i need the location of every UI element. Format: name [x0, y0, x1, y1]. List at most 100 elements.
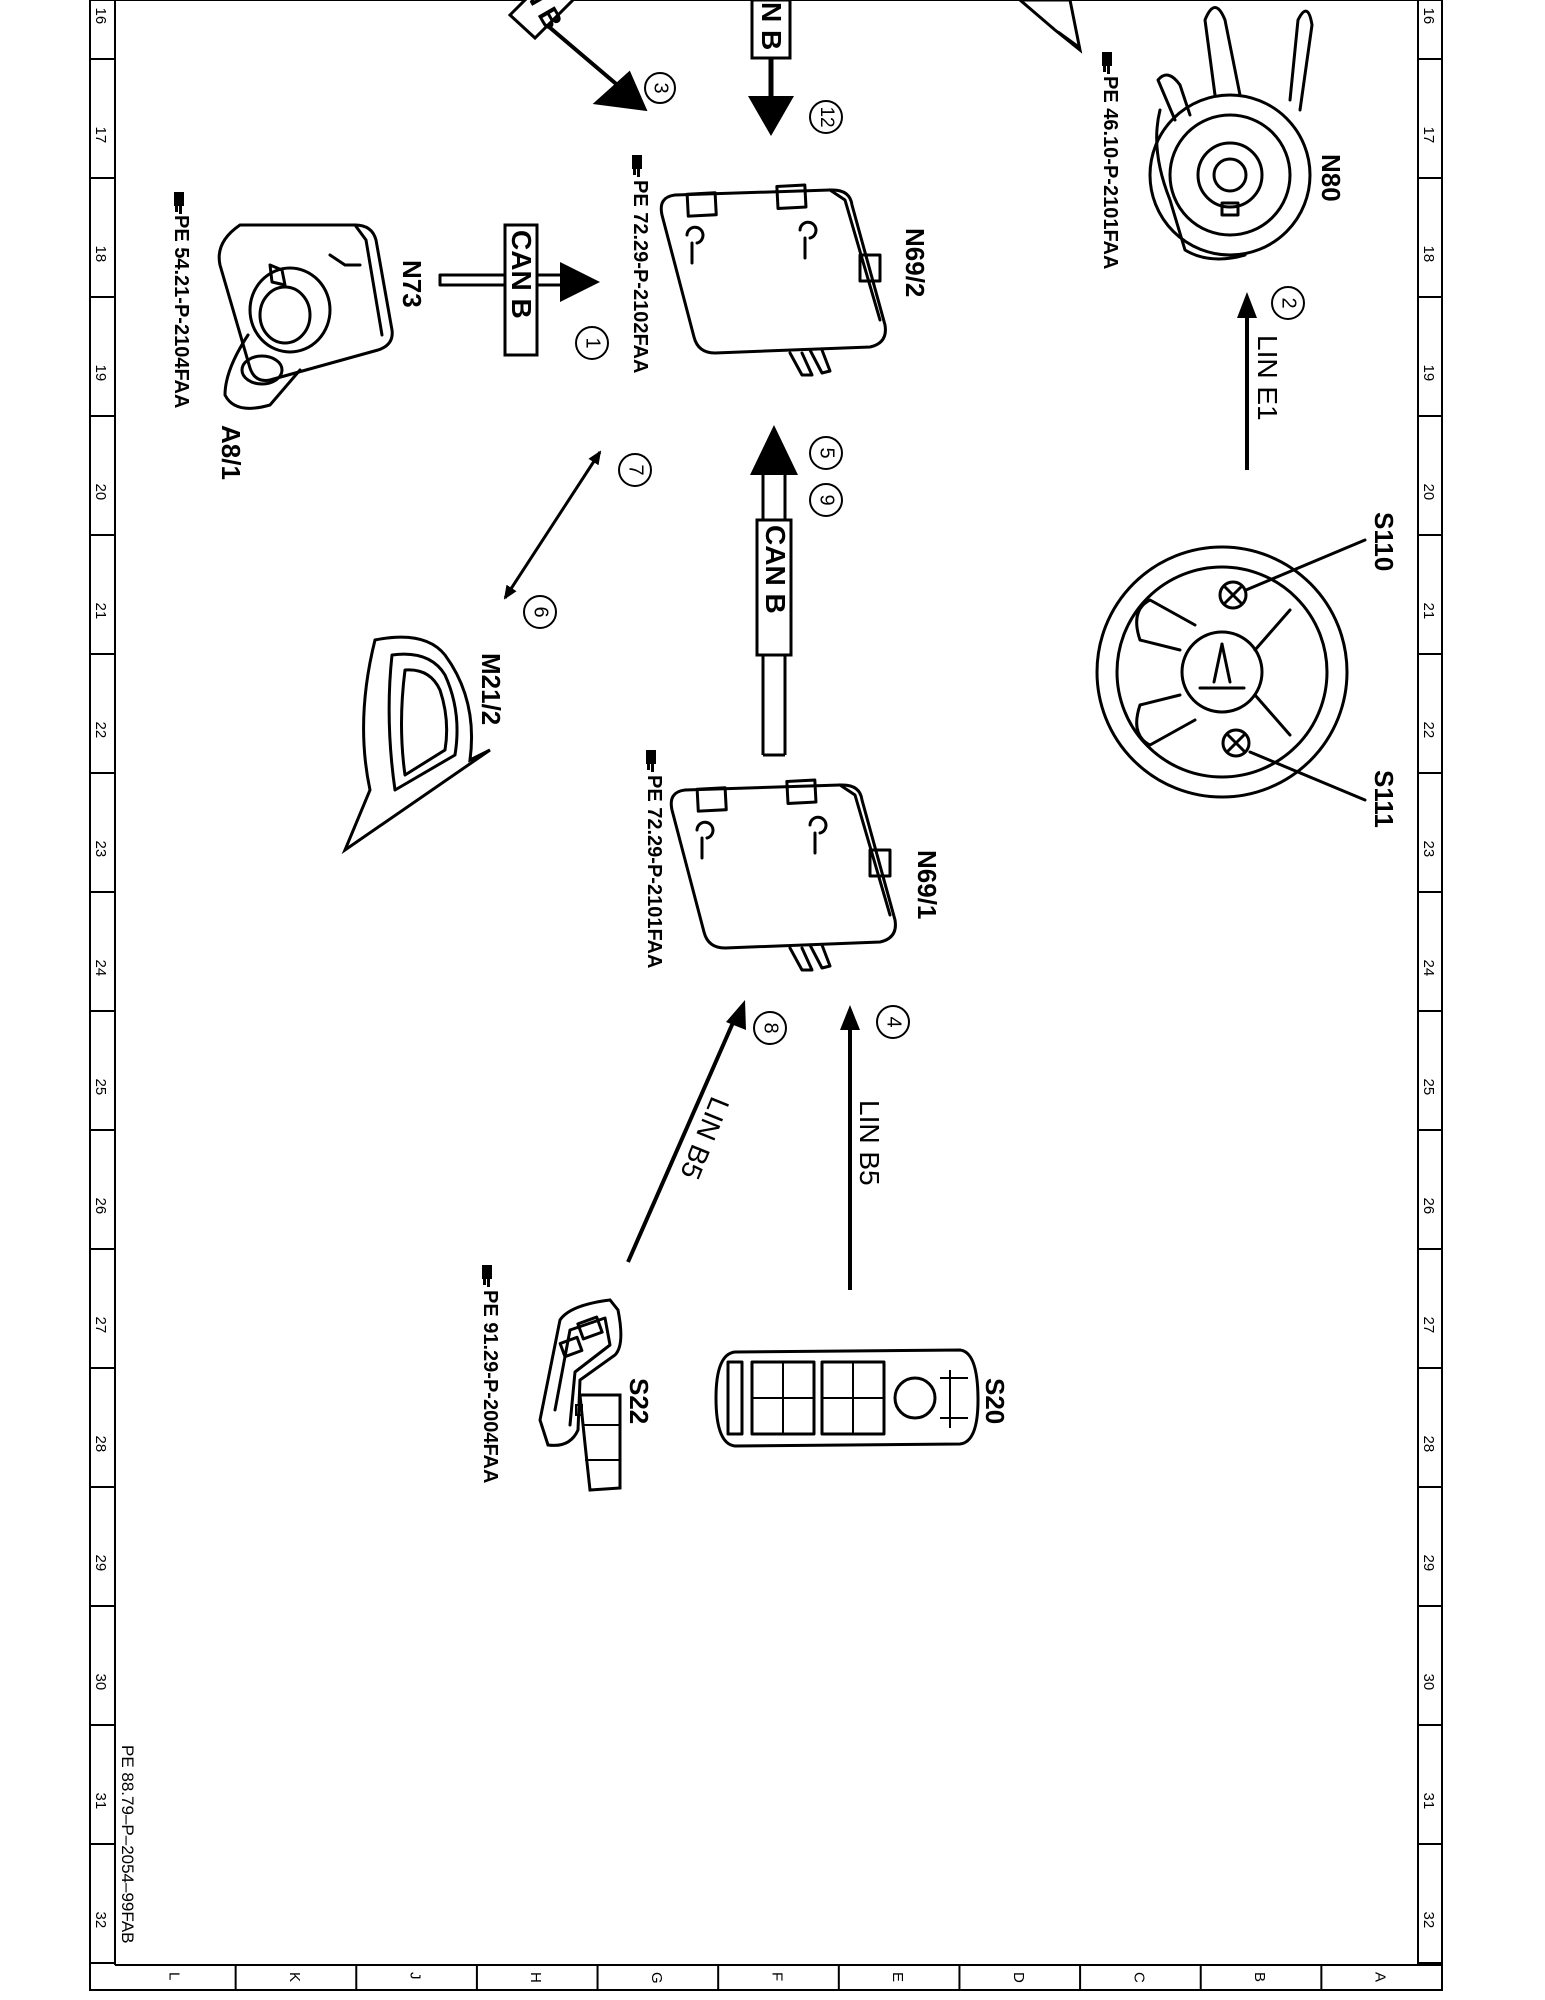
row-grid-label: 17 [1420, 127, 1437, 144]
row-grid-label: 22 [1420, 722, 1437, 739]
row-grid-label: 30 [1420, 1674, 1437, 1691]
step-4-marker: 4 [876, 1005, 910, 1039]
step-2-marker: 2 [1271, 286, 1305, 320]
reference-hand-icon [1102, 52, 1112, 74]
can-b-tilted-connector: N B [507, 0, 648, 112]
column-grid-label: C [1130, 1972, 1147, 1983]
step-12-marker: 12 [809, 100, 843, 134]
lin-b5-s20-connection: LIN B5 [840, 1005, 885, 1290]
row-grid-label: 23 [92, 841, 109, 858]
row-grid-label: 16 [92, 8, 109, 25]
svg-text:5: 5 [816, 447, 838, 458]
document-id: PE 88.79–P–2054–99FAB [118, 1745, 137, 1944]
step-7-marker: 7 [618, 453, 652, 487]
bidirectional-link-m21-2 [503, 450, 602, 600]
row-grid-label: 16 [1420, 8, 1437, 25]
column-grid-label: A [1372, 1972, 1389, 1982]
svg-text:1: 1 [582, 337, 604, 348]
n69-2-label: N69/2 [900, 228, 930, 297]
column-grid-label: K [286, 1972, 303, 1982]
lin-e1-connection: LIN E1 [1237, 292, 1283, 470]
row-grid-label: 32 [1420, 1912, 1437, 1929]
n73-ref: PE 54.21-P-2104FAA [170, 192, 192, 408]
s111-label: S111 [1369, 770, 1399, 828]
row-grid-label: 24 [1420, 960, 1437, 977]
column-grid-label: F [769, 1972, 786, 1981]
n69-1-ref: PE 72.29-P-2101FAA [643, 750, 665, 968]
s20-label: S20 [980, 1378, 1010, 1424]
n80-ref: PE 46.10-P-2101FAA [1099, 52, 1121, 269]
row-grid-label: 31 [92, 1793, 109, 1810]
svg-text:PE 46.10-P-2101FAA: PE 46.10-P-2101FAA [1099, 76, 1121, 269]
row-grid-label: 18 [92, 246, 109, 263]
s22-seat-adjustment-switch [538, 1298, 623, 1492]
row-grid-label: 32 [92, 1912, 109, 1929]
column-grid-label: J [407, 1972, 424, 1980]
row-grid-label: 25 [92, 1079, 109, 1096]
n69-1-label: N69/1 [912, 850, 942, 919]
svg-text:7: 7 [625, 464, 647, 475]
svg-text:PE 54.21-P-2104FAA: PE 54.21-P-2104FAA [170, 215, 192, 408]
row-grid-ticks [90, 58, 1442, 1964]
m21-2-exterior-mirror [341, 635, 491, 855]
svg-text:3: 3 [650, 82, 672, 93]
svg-text:9: 9 [816, 494, 838, 505]
row-grid-label: 27 [1420, 1317, 1437, 1334]
n73-ignition-switch [217, 223, 394, 410]
svg-text:PE 91.29-P-2004FAA: PE 91.29-P-2004FAA [479, 1290, 501, 1483]
reference-hand-icon [632, 155, 642, 177]
n69-2-door-control-module [659, 183, 887, 377]
can-b-n73-label: CAN B [506, 230, 537, 319]
can-b-mid-label: CAN B [760, 525, 791, 614]
row-grid-label: 24 [92, 960, 109, 977]
column-grid-ticks [234, 1965, 1323, 1990]
row-grid-label: 18 [1420, 246, 1437, 263]
row-grid-label: 25 [1420, 1079, 1437, 1096]
can-b-top-connector: N B [748, 0, 794, 136]
n69-1-door-control-module [669, 778, 897, 972]
a8-1-label: A8/1 [216, 425, 246, 480]
svg-text:PE 72.29-P-2101FAA: PE 72.29-P-2101FAA [643, 775, 665, 968]
step-3-marker: 3 [644, 72, 676, 104]
lin-top-right-connector [1017, 0, 1083, 54]
svg-text:PE 72.29-P-2102FAA: PE 72.29-P-2102FAA [629, 180, 651, 373]
row-grid-label: 22 [92, 722, 109, 739]
row-grid-label: 19 [92, 365, 109, 382]
row-grid-label: 30 [92, 1674, 109, 1691]
s110-label: S110 [1369, 512, 1399, 571]
row-grid-label: 19 [1420, 365, 1437, 382]
row-grid-label: 21 [92, 603, 109, 620]
n69-2-ref: PE 72.29-P-2102FAA [629, 155, 651, 373]
column-grid-label: E [889, 1972, 906, 1982]
column-grid-label: L [165, 1972, 182, 1980]
column-grid-label: D [1010, 1972, 1027, 1983]
row-grid-label: 20 [1420, 484, 1437, 501]
svg-text:4: 4 [883, 1016, 905, 1027]
column-grid-label: G [648, 1972, 665, 1984]
step-5-marker: 5 [809, 436, 843, 470]
n80-label: N80 [1316, 154, 1346, 202]
can-b-n73-connector: CAN B [438, 223, 600, 357]
drawing-frame [89, 0, 1443, 1991]
lin-b5-s22-connection: LIN B5 [626, 1000, 746, 1263]
row-grid-label: 31 [1420, 1793, 1437, 1810]
reference-hand-icon [174, 192, 184, 214]
row-grid-label: 28 [92, 1436, 109, 1453]
row-grid-label: 23 [1420, 841, 1437, 858]
row-grid-label: 27 [92, 1317, 109, 1334]
n80-steering-column-module [1148, 6, 1314, 261]
can-b-mid-connector: CAN B [750, 425, 798, 757]
step-6-marker: 6 [523, 595, 557, 629]
reference-hand-icon [482, 1265, 492, 1287]
svg-text:12: 12 [816, 106, 837, 127]
row-grid-label: 26 [1420, 1198, 1437, 1215]
s22-ref: PE 91.29-P-2004FAA [479, 1265, 501, 1483]
column-grid-label: H [527, 1972, 544, 1983]
n73-label: N73 [397, 260, 427, 308]
step-8-marker: 8 [753, 1011, 787, 1045]
row-grid-label: 29 [1420, 1555, 1437, 1572]
row-grid-label: 28 [1420, 1436, 1437, 1453]
step-9-marker: 9 [809, 483, 843, 517]
